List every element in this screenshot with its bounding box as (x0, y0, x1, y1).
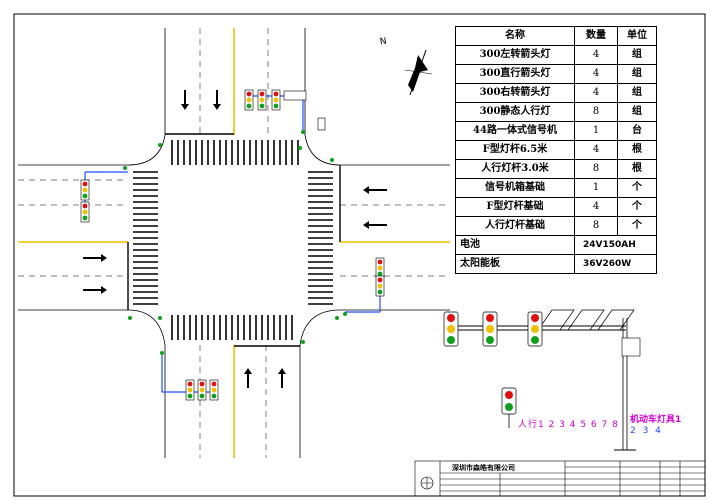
logo-icon (420, 476, 434, 490)
north-label: N (379, 36, 388, 48)
row-qty: 1 (574, 121, 618, 141)
row-qty: 4 (574, 45, 618, 65)
row-unit: 组 (617, 45, 657, 65)
lane-arrows-west (83, 254, 107, 294)
header-name: 名称 (455, 26, 575, 46)
lane-arrows-east (363, 186, 387, 229)
table-row: 44路一体式信号机 1 台 (455, 121, 657, 141)
corner-ne (304, 134, 341, 166)
pedestrian-signal-detail (501, 387, 517, 428)
row-name: 信号机箱基础 (455, 178, 575, 198)
crosswalk-south (171, 315, 293, 340)
row-name: 人行灯杆基础 (455, 216, 575, 236)
signal-pole-east (343, 257, 385, 316)
solar-row: 太阳能板 36V260W (455, 254, 657, 274)
corner-sw (127, 309, 166, 346)
row-name: 44路一体式信号机 (455, 121, 575, 141)
table-row: F型灯杆6.5米 4 根 (455, 140, 657, 160)
table-row: 300直行箭头灯 4 组 (455, 64, 657, 84)
battery-name: 电池 (455, 235, 575, 255)
corner-nw (127, 134, 166, 166)
row-unit: 台 (617, 121, 657, 141)
north-arrow-icon (404, 49, 433, 96)
crosswalk-east (308, 171, 333, 305)
vehicle-lights-caption: 机动车灯具1 (630, 415, 682, 425)
row-unit: 根 (617, 140, 657, 160)
material-table: 名称 数量 单位 300左转箭头灯 4 组 300直行箭头灯 4 组 300右转… (455, 26, 657, 274)
row-name: 300直行箭头灯 (455, 64, 575, 84)
row-unit: 组 (617, 102, 657, 122)
signal-controller-box (317, 117, 326, 131)
lane-arrows-south (244, 368, 286, 388)
solar-value: 36V260W (574, 254, 657, 274)
row-name: 300静态人行灯 (455, 102, 575, 122)
crosswalk-west (133, 171, 158, 305)
table-row: 300右转箭头灯 4 组 (455, 83, 657, 103)
drawing-frame (13, 13, 706, 497)
row-qty: 4 (574, 83, 618, 103)
row-qty: 4 (574, 197, 618, 217)
row-qty: 8 (574, 159, 618, 179)
pedestrian-light-markers (128, 143, 339, 344)
corner-se (299, 309, 341, 346)
row-qty: 4 (574, 140, 618, 160)
table-row: 300左转箭头灯 4 组 (455, 45, 657, 65)
row-name: 人行灯杆3.0米 (455, 159, 575, 179)
battery-value: 24V150AH (574, 235, 657, 255)
signal-pole-west (80, 166, 128, 223)
row-qty: 1 (574, 178, 618, 198)
table-row: 300静态人行灯 8 组 (455, 102, 657, 122)
row-name: F型灯杆基础 (455, 197, 575, 217)
pedestrian-lights-caption: 人行1 2 3 4 5 6 7 8 (518, 420, 619, 430)
row-qty: 8 (574, 216, 618, 236)
company-name: 深圳市森皓有限公司 (452, 464, 515, 472)
row-unit: 组 (617, 64, 657, 84)
crosswalk-north (171, 140, 299, 165)
row-unit: 根 (617, 159, 657, 179)
row-qty: 4 (574, 64, 618, 84)
row-name: 300右转箭头灯 (455, 83, 575, 103)
header-qty: 数量 (574, 26, 618, 46)
solar-name: 太阳能板 (455, 254, 575, 274)
table-header-row: 名称 数量 单位 (455, 26, 657, 46)
table-row: F型灯杆基础 4 个 (455, 197, 657, 217)
row-name: 300左转箭头灯 (455, 45, 575, 65)
signal-pole-north (244, 89, 326, 134)
row-unit: 组 (617, 83, 657, 103)
row-name: F型灯杆6.5米 (455, 140, 575, 160)
table-row: 信号机箱基础 1 个 (455, 178, 657, 198)
row-unit: 个 (617, 216, 657, 236)
vehicle-lights-caption-numbers: 2 3 4 (630, 426, 663, 436)
row-qty: 8 (574, 102, 618, 122)
header-unit: 单位 (617, 26, 657, 46)
lane-arrows-north (181, 90, 221, 110)
table-row: 人行灯杆基础 8 个 (455, 216, 657, 236)
title-block (414, 460, 706, 497)
signal-pole-south (160, 351, 219, 401)
signal-elevation-detail (443, 309, 641, 451)
row-unit: 个 (617, 197, 657, 217)
battery-row: 电池 24V150AH (455, 235, 657, 255)
table-row: 人行灯杆3.0米 8 根 (455, 159, 657, 179)
row-unit: 个 (617, 178, 657, 198)
